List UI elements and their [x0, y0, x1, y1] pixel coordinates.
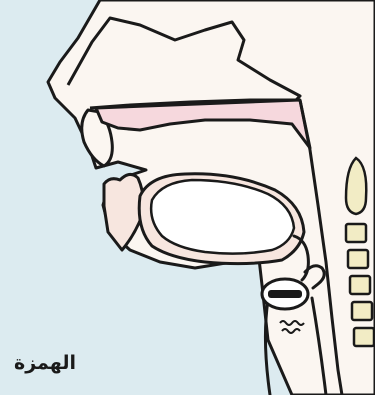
vertebra-6	[354, 328, 374, 346]
glottis-bar	[268, 290, 302, 298]
vertebra-4	[350, 276, 370, 294]
caption-label: الهمزة	[14, 352, 76, 374]
vertebra-2	[346, 224, 366, 242]
vertebra-3	[348, 250, 368, 268]
vertebra-5	[352, 302, 372, 320]
closed-glottis-stop-symbol	[262, 279, 308, 309]
